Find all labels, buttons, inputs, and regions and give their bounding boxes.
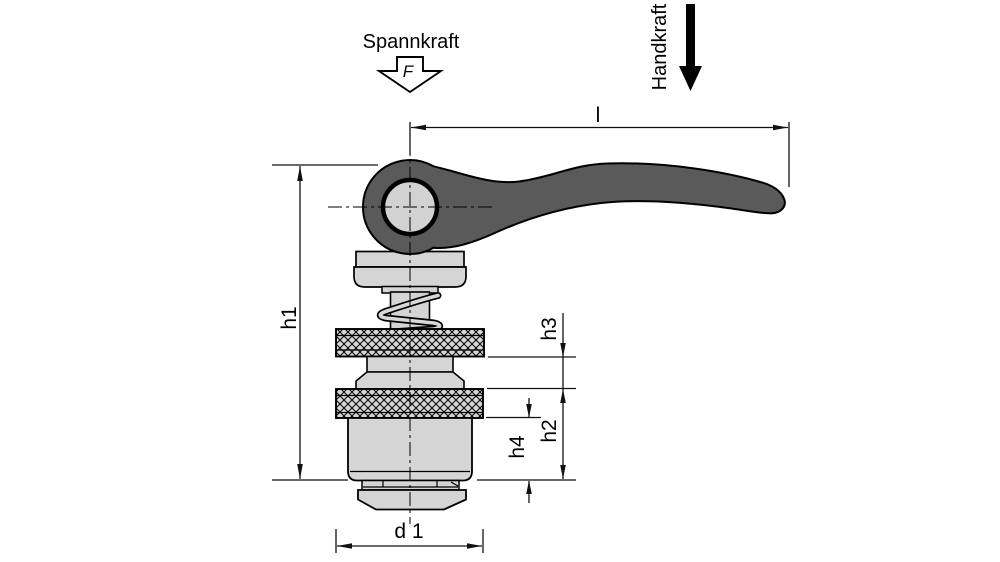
dimension-l: [409, 122, 790, 187]
cam-lever: [362, 159, 786, 255]
dim-label-l: l: [596, 104, 601, 127]
dimension-lines: [272, 122, 790, 553]
lever-handle: [362, 159, 786, 255]
dim-label-d1: d 1: [394, 520, 423, 543]
dim-label-h2: h2: [538, 419, 561, 442]
hand-force-arrow-icon: [679, 4, 702, 91]
dimension-h4: [486, 398, 541, 503]
dim-label-h3: h3: [538, 317, 561, 340]
dim-label-h1: h1: [278, 306, 301, 329]
centerlines: [328, 142, 493, 524]
dimension-h3-h2: [477, 313, 576, 481]
dim-label-h4: h4: [506, 435, 529, 459]
clamping-force-label: Spannkraft: [363, 31, 460, 53]
dimension-labels: l h1 h3 h2 h4 d 1: [278, 104, 600, 543]
hand-force-label: Handkraft: [649, 3, 671, 90]
hand-force-annotation: Handkraft: [649, 3, 702, 91]
clamping-force-arrow-icon: [375, 56, 445, 94]
collet-nut: [357, 479, 467, 511]
spring-wire: [378, 293, 442, 334]
clamping-force-symbol: F: [403, 62, 415, 81]
dimension-h1: [272, 164, 378, 481]
dimension-d1: [335, 529, 484, 553]
clamping-force-annotation: Spannkraft F: [363, 31, 460, 94]
